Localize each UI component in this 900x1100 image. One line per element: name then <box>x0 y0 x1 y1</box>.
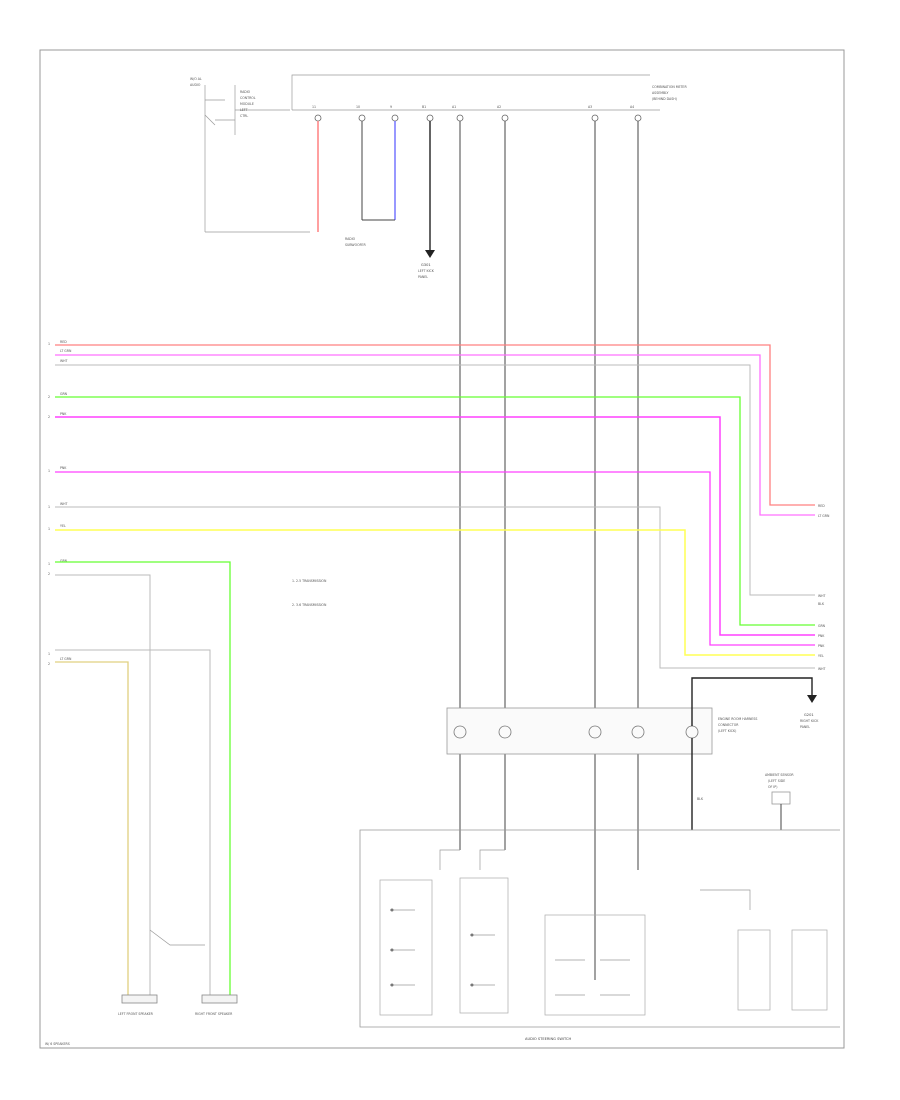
wire-label-4: GRN <box>60 392 68 396</box>
svg-text:1: 1 <box>48 505 50 509</box>
note-1: 1. 2.5 TRANSMISSION <box>292 579 327 583</box>
horizontal-wire-bundle: 1 RED LT GRN WHT 2 GRN 2 PNK 1 PNK 1 WHT… <box>48 340 815 1000</box>
ground-right-label: G201 <box>804 713 814 717</box>
left-speaker-label: LEFT FRONT SPEAKER <box>118 1012 154 1016</box>
svg-text:PNK: PNK <box>818 634 825 638</box>
svg-text:BLK: BLK <box>818 602 825 606</box>
svg-text:LT GRN: LT GRN <box>818 514 830 518</box>
wire-label-2: LT GRN <box>60 349 72 353</box>
long-vertical-wires <box>459 121 639 980</box>
svg-text:RADIO: RADIO <box>240 90 251 94</box>
svg-text:RIGHT KICK: RIGHT KICK <box>800 719 819 723</box>
wire-label-12: LT GRN <box>60 657 72 661</box>
right-ground-branch: G201 RIGHT KICK PANEL BLK <box>691 677 819 830</box>
svg-text:10: 10 <box>356 105 360 109</box>
right-connector-labels: RED LT GRN WHT BLK GRN PNK PNK YEL WHT <box>818 504 830 671</box>
harness-connector: ENGINE ROOM HARNESS CONNECTOR (LEFT KICK… <box>446 707 757 755</box>
top-connector-pins: 11 10 9 B1 A1 A2 A3 A4 <box>312 105 642 122</box>
svg-text:(BEHIND DASH): (BEHIND DASH) <box>652 97 677 101</box>
svg-text:A4: A4 <box>630 105 634 109</box>
notes: 1. 2.5 TRANSMISSION 2. 3.6 TRANSMISSION <box>292 579 327 607</box>
svg-text:LEFT: LEFT <box>240 108 248 112</box>
svg-text:1: 1 <box>48 527 50 531</box>
svg-text:CONTROL: CONTROL <box>240 96 256 100</box>
svg-text:YEL: YEL <box>818 654 824 658</box>
svg-text:RADIO: RADIO <box>345 237 356 241</box>
svg-text:1: 1 <box>48 652 50 656</box>
svg-text:2: 2 <box>48 572 50 576</box>
svg-text:WHT: WHT <box>818 667 826 671</box>
diagram-frame <box>39 49 845 1049</box>
svg-text:(LEFT SIDE: (LEFT SIDE <box>768 779 785 783</box>
svg-text:RED: RED <box>818 504 825 508</box>
svg-text:SUBWOOFER: SUBWOOFER <box>345 243 366 247</box>
speakers: LEFT FRONT SPEAKER RIGHT FRONT SPEAKER <box>118 929 238 1016</box>
wire-label-9: GRN <box>60 559 68 563</box>
svg-text:ASSEMBLY: ASSEMBLY <box>652 91 669 95</box>
svg-text:1: 1 <box>48 342 50 346</box>
svg-text:A1: A1 <box>452 105 456 109</box>
svg-text:LEFT KICK: LEFT KICK <box>418 269 435 273</box>
svg-text:AUDIO: AUDIO <box>190 83 201 87</box>
svg-text:B1: B1 <box>422 105 426 109</box>
footer-note: W/ 6 SPEAKERS <box>45 1042 70 1046</box>
steering-switch-module: AUDIO STEERING SWITCH <box>359 829 840 1041</box>
wire-label-5: PNK <box>60 412 67 416</box>
svg-text:11: 11 <box>312 105 316 109</box>
svg-text:PNK: PNK <box>818 644 825 648</box>
wire-label-8: YEL <box>60 524 66 528</box>
svg-text:1: 1 <box>48 562 50 566</box>
svg-text:W/O AL: W/O AL <box>190 77 202 81</box>
svg-text:1: 1 <box>48 469 50 473</box>
top-module-label: COMBINATION METER <box>652 85 687 89</box>
steering-switch-label: AUDIO STEERING SWITCH <box>525 1037 571 1041</box>
svg-text:PANEL: PANEL <box>800 725 810 729</box>
svg-text:2: 2 <box>48 662 50 666</box>
svg-text:CONNECTOR: CONNECTOR <box>718 723 739 727</box>
svg-text:A2: A2 <box>497 105 501 109</box>
sensor-right-label: AMBIENT SENSOR <box>765 773 794 777</box>
top-drop-wires: RADIO SUBWOOFER G301 LEFT KICK PANEL <box>317 121 435 279</box>
svg-text:A3: A3 <box>588 105 592 109</box>
wire-label-3: WHT <box>60 359 68 363</box>
top-left-switch: W/O AL AUDIO RADIO CONTROL MODULE LEFT C… <box>190 77 310 233</box>
svg-text:9: 9 <box>390 105 392 109</box>
wire-label-1: RED <box>60 340 67 344</box>
svg-text:WHT: WHT <box>818 594 826 598</box>
svg-text:CTRL: CTRL <box>240 114 248 118</box>
svg-text:MODULE: MODULE <box>240 102 254 106</box>
wire-label-7: WHT <box>60 502 68 506</box>
ground-top-label: G301 <box>421 263 431 267</box>
top-module: COMBINATION METER ASSEMBLY (BEHIND DASH) <box>291 74 687 111</box>
svg-text:2: 2 <box>48 395 50 399</box>
ambient-sensor: AMBIENT SENSOR (LEFT SIDE OF IP) <box>765 773 794 830</box>
svg-text:2: 2 <box>48 415 50 419</box>
svg-text:PANEL: PANEL <box>418 275 428 279</box>
harness-connector-label: ENGINE ROOM HARNESS <box>718 717 757 721</box>
wire-label-6: PNK <box>60 466 67 470</box>
svg-text:OF IP): OF IP) <box>768 785 777 789</box>
note-2: 2. 3.6 TRANSMISSION <box>292 603 327 607</box>
wire-label-10: BLK <box>697 797 704 801</box>
svg-text:GRN: GRN <box>818 624 826 628</box>
right-speaker-label: RIGHT FRONT SPEAKER <box>195 1012 233 1016</box>
svg-text:(LEFT KICK): (LEFT KICK) <box>718 729 736 733</box>
